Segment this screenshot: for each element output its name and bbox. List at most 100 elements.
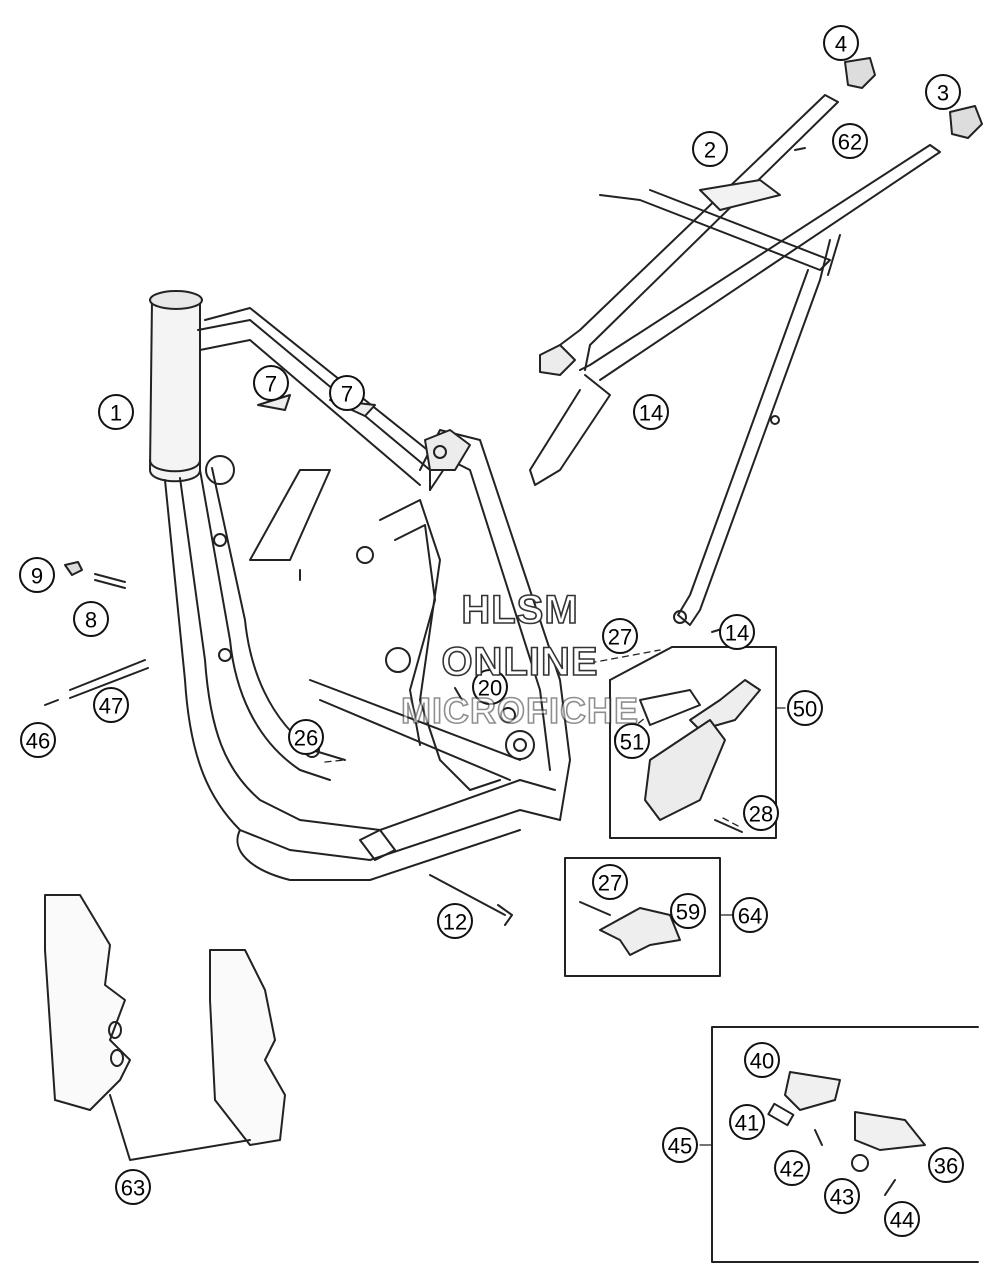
callout-27: 27 (592, 864, 628, 900)
callout-label: 1 (110, 401, 122, 426)
callout-circle (925, 74, 961, 110)
callout-3: 3 (925, 74, 961, 110)
callout-circle (670, 893, 706, 929)
chain-guide-box (609, 646, 777, 839)
callout-circle (744, 1042, 780, 1078)
callout-label: 12 (443, 910, 467, 935)
callout-40: 40 (744, 1042, 780, 1078)
callout-47: 47 (93, 687, 129, 723)
grip-plugs (844, 57, 983, 139)
callout-label: 46 (26, 729, 50, 754)
callout-label: 63 (121, 1176, 145, 1201)
callout-28: 28 (743, 795, 779, 831)
callout-46: 46 (20, 722, 56, 758)
callout-circle (602, 618, 638, 654)
callout-label: 9 (31, 564, 43, 589)
callout-label: 4 (835, 32, 847, 57)
callout-circle (729, 1104, 765, 1140)
callout-label: 42 (780, 1157, 804, 1182)
watermark-line-3: MICROFICHE (400, 689, 639, 732)
callout-circle (774, 1150, 810, 1186)
callout-label: 26 (294, 726, 318, 751)
callout-label: 51 (620, 730, 644, 755)
callout-circle (824, 1178, 860, 1214)
callout-14: 14 (633, 394, 669, 430)
subframe (529, 94, 941, 626)
callout-circle (787, 690, 823, 726)
callout-label: 45 (668, 1134, 692, 1159)
watermark-line-2: ONLINE (441, 639, 599, 685)
callout-label: 3 (937, 81, 949, 106)
callout-45: 45 (662, 1127, 698, 1163)
callout-20: 20 (472, 669, 508, 705)
callout-8: 8 (73, 601, 109, 637)
callout-label: 8 (85, 608, 97, 633)
callout-label: 27 (608, 625, 632, 650)
callout-50: 50 (787, 690, 823, 726)
callout-circle (832, 123, 868, 159)
callout-27: 27 (602, 618, 638, 654)
callout-64: 64 (732, 897, 768, 933)
callout-label: 27 (598, 871, 622, 896)
callout-circle (662, 1127, 698, 1163)
callout-44: 44 (884, 1201, 920, 1237)
callout-circle (98, 394, 134, 430)
callout-label: 47 (99, 694, 123, 719)
callout-label: 7 (265, 372, 277, 397)
callout-circle (93, 687, 129, 723)
callout-label: 59 (676, 900, 700, 925)
callout-circle (115, 1169, 151, 1205)
callout-circle (692, 131, 728, 167)
callout-43: 43 (824, 1178, 860, 1214)
callout-label: 28 (749, 802, 773, 827)
callout-4: 4 (823, 25, 859, 61)
callout-circle (472, 669, 508, 705)
callout-circle (329, 375, 365, 411)
chain-slider-box (564, 857, 721, 977)
callout-circle (614, 723, 650, 759)
callout-circle (732, 897, 768, 933)
callout-42: 42 (774, 1150, 810, 1186)
callout-label: 2 (704, 138, 716, 163)
callout-circle (633, 394, 669, 430)
callout-label: 14 (639, 401, 663, 426)
callout-label: 14 (725, 621, 749, 646)
callout-circle (928, 1147, 964, 1183)
callout-62: 62 (832, 123, 868, 159)
callout-circle (592, 864, 628, 900)
main-frame (149, 290, 571, 881)
watermark-line-1: HLSM (461, 587, 579, 633)
callout-label: 7 (341, 382, 353, 407)
callout-circle (288, 719, 324, 755)
callout-41: 41 (729, 1104, 765, 1140)
callout-label: 36 (934, 1154, 958, 1179)
callout-label: 40 (750, 1049, 774, 1074)
callout-label: 64 (738, 904, 762, 929)
callout-1: 1 (98, 394, 134, 430)
callout-14: 14 (719, 614, 755, 650)
callout-12: 12 (437, 903, 473, 939)
callout-63: 63 (115, 1169, 151, 1205)
callout-7: 7 (253, 365, 289, 401)
callout-label: 20 (478, 676, 502, 701)
callout-label: 41 (735, 1111, 759, 1136)
callout-circle (437, 903, 473, 939)
callout-36: 36 (928, 1147, 964, 1183)
callout-7: 7 (329, 375, 365, 411)
callout-circle (73, 601, 109, 637)
callout-2: 2 (692, 131, 728, 167)
callout-label: 50 (793, 697, 817, 722)
callout-9: 9 (19, 557, 55, 593)
callout-circle (743, 795, 779, 831)
frame-protectors (44, 894, 286, 1161)
callout-51: 51 (614, 723, 650, 759)
callout-circle (884, 1201, 920, 1237)
callout-circle (19, 557, 55, 593)
footpeg-box (711, 1026, 979, 1263)
callout-circle (253, 365, 289, 401)
callout-circle (719, 614, 755, 650)
fasteners (44, 147, 806, 926)
callout-circle (823, 25, 859, 61)
